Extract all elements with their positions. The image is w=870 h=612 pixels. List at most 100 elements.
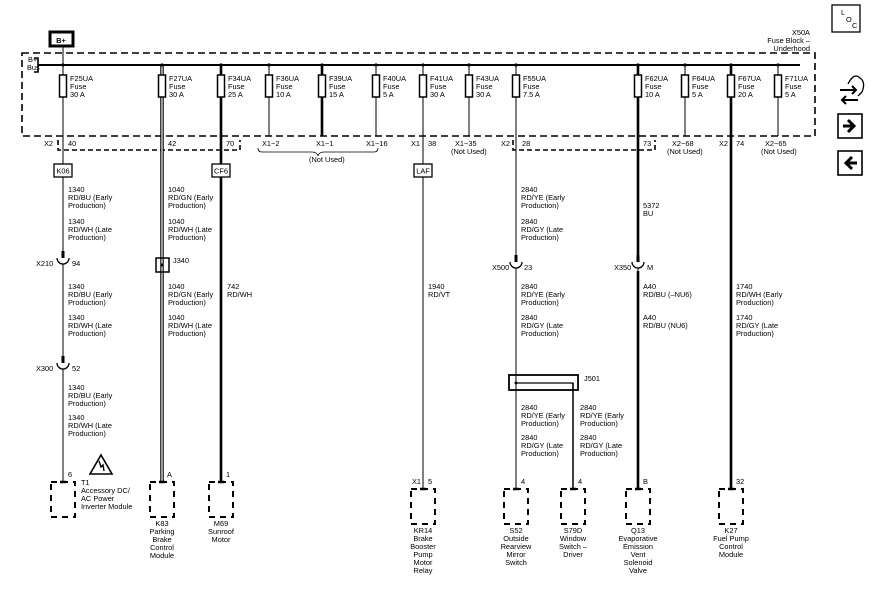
fuse-icon — [680, 74, 690, 98]
bus-junction-dot — [61, 63, 65, 67]
fuse-rating: 5 A — [692, 90, 703, 99]
fuse-block-pin-label: (Not Used) — [667, 147, 703, 156]
fuse-rating: 10 A — [645, 90, 660, 99]
fuse-type: Fuse — [785, 82, 801, 91]
inline-box-laf — [413, 163, 433, 178]
fuse-rating: 15 A — [329, 90, 344, 99]
wire-label: RD/YE (Early — [521, 411, 565, 420]
component-label: S52 — [509, 526, 522, 535]
fuse-type: Fuse — [430, 82, 446, 91]
component-label: Pump — [413, 550, 432, 559]
wire-label: 5372 — [643, 201, 659, 210]
fuse-block-pin-label: 42 — [168, 139, 176, 148]
previous-page-button[interactable] — [837, 150, 863, 176]
component-outline — [410, 488, 436, 525]
wire-label: RD/WH (Late — [168, 321, 212, 330]
fuse-icon — [157, 74, 167, 98]
wire-label: Production) — [68, 329, 106, 338]
location-icon[interactable]: L O C — [831, 4, 861, 33]
component-label: Booster — [410, 542, 436, 551]
wire-label: 1740 — [736, 282, 752, 291]
component-pin-label: 4 — [521, 477, 525, 486]
wire-label: Production) — [68, 233, 106, 242]
wire-label: Production) — [168, 201, 206, 210]
inline-connector-id: X500 — [492, 263, 509, 272]
wire-label: Production) — [736, 329, 774, 338]
fuse-icon — [418, 74, 428, 98]
component-label: T1 — [81, 478, 90, 487]
fuse-type: Fuse — [738, 82, 754, 91]
fuse-id: F40UA — [383, 74, 406, 83]
wire-label: Production) — [521, 419, 559, 428]
fuse-id: F34UA — [228, 74, 251, 83]
fuse-icon — [317, 74, 327, 98]
wire-label: Production) — [580, 419, 618, 428]
bus-junction-dot — [320, 63, 324, 67]
hand-connector-icon[interactable] — [840, 75, 865, 105]
high-voltage-warning-icon — [88, 453, 114, 475]
wire-label: 1040 — [168, 217, 184, 226]
wires — [62, 65, 779, 489]
loc-letter-c: C — [852, 21, 858, 30]
fuse-id: F67UA — [738, 74, 761, 83]
component-label: K83 — [155, 519, 168, 528]
fuse-id: F71UA — [785, 74, 808, 83]
bus-junction-dot — [219, 63, 223, 67]
bus-junction-dot — [267, 63, 271, 67]
fuse-id: F41UA — [430, 74, 453, 83]
wire-label: 2840 — [521, 185, 537, 194]
component-connector-label: X1 — [412, 477, 421, 486]
fuse-icon — [633, 74, 643, 98]
wire-label: Production) — [521, 298, 559, 307]
wire-label: 2840 — [521, 282, 537, 291]
fuse-icon — [511, 74, 521, 98]
fuse-block-pin-label: 74 — [736, 139, 744, 148]
components — [50, 63, 783, 525]
navigation-icons[interactable]: L O C — [831, 4, 865, 176]
fuse-block-pin-label: 38 — [428, 139, 436, 148]
fuse-rating: 5 A — [383, 90, 394, 99]
component-label: Module — [719, 550, 743, 559]
wire-label: RD/WH (Late — [68, 321, 112, 330]
fuse-block-pin-label: (Not Used) — [761, 147, 797, 156]
fuse-icon — [264, 74, 274, 98]
wire-label: RD/BU (Early — [68, 391, 113, 400]
wire-label: RD/WH (Late — [68, 421, 112, 430]
fuse-block-pin-label: X2−65 — [765, 139, 787, 148]
fuse-icon — [726, 74, 736, 98]
fuse-icon — [371, 74, 381, 98]
component-pin-label: 32 — [736, 477, 744, 486]
inline-connector-pin: 23 — [524, 263, 532, 272]
fuse-id: F39UA — [329, 74, 352, 83]
fuse-rating: 10 A — [276, 90, 291, 99]
fuse-block-pin-label: 73 — [643, 139, 651, 148]
component-outline — [149, 481, 175, 518]
fuse-id: F43UA — [476, 74, 499, 83]
b-plus-box — [48, 30, 75, 48]
component-label: Inverter Module — [81, 502, 132, 511]
wire-label: 2840 — [580, 433, 596, 442]
next-page-button[interactable] — [837, 113, 863, 139]
component-label: AC Power — [81, 494, 115, 503]
fuse-block-pin-label: X2 — [501, 139, 510, 148]
component-label: Control — [719, 542, 743, 551]
inline-connector-id: X210 — [36, 259, 53, 268]
fuse-rating: 5 A — [785, 90, 796, 99]
component-outline — [560, 488, 586, 525]
fuse-rating: 30 A — [169, 90, 184, 99]
component-label: Switch – — [559, 542, 588, 551]
fuse-block-pin-label: (Not Used) — [309, 155, 345, 164]
fuse-id: F27UA — [169, 74, 192, 83]
fuse-id: F62UA — [645, 74, 668, 83]
fuse-id: F64UA — [692, 74, 715, 83]
wire-label: RD/BU (Early — [68, 193, 113, 202]
splice-j501 — [508, 374, 579, 391]
fuse-type: Fuse — [645, 82, 661, 91]
fuse-type: Fuse — [70, 82, 86, 91]
component-label: Rearview — [501, 542, 532, 551]
component-outline — [50, 481, 76, 518]
wire-label: 2840 — [521, 313, 537, 322]
fuse-block-pin-label: X1 — [411, 139, 420, 148]
bus-junction-dot — [467, 63, 471, 67]
component-label: Module — [150, 551, 174, 560]
